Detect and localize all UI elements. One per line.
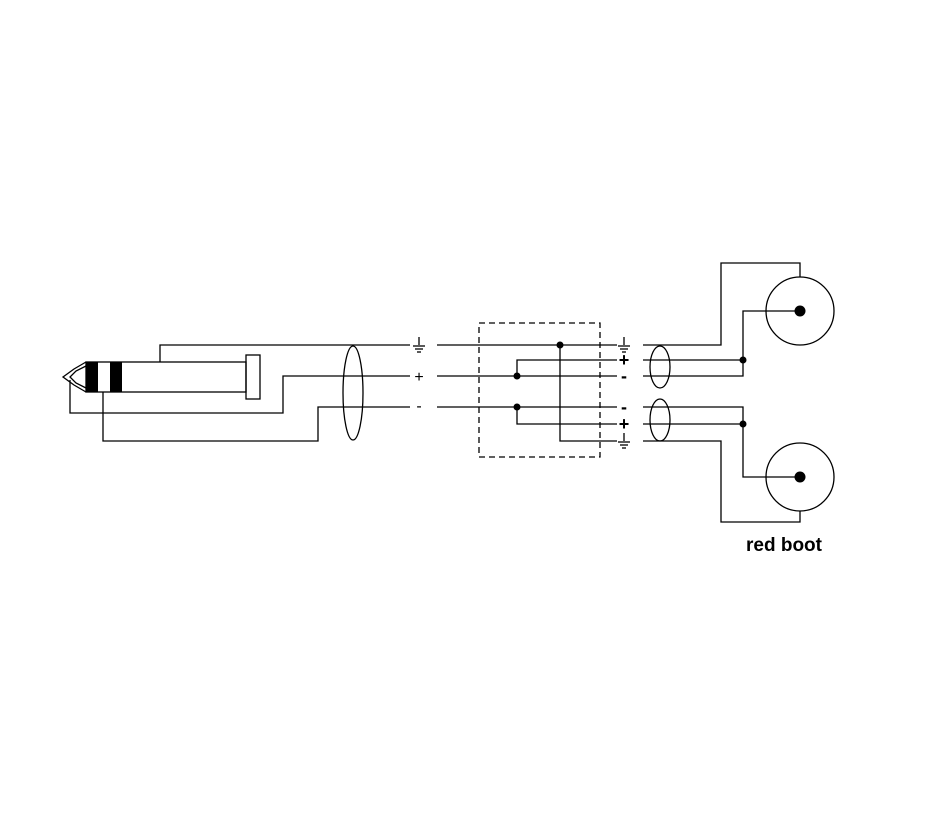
junction-dot (739, 420, 747, 428)
ground-symbol-ch2 (618, 433, 630, 449)
splitter-wiring (513, 341, 617, 442)
trs-jack-plug (61, 354, 261, 400)
rca1-body-circle (765, 276, 835, 346)
split-minus-to-ch2 (516, 407, 617, 425)
split-ground-to-ch2 (559, 345, 617, 442)
minus-label-ch1: - (621, 366, 627, 386)
ring-wire (102, 392, 410, 442)
rca-connector-top (643, 262, 835, 377)
junction-dot (513, 372, 521, 380)
cable-shield-ellipse-ch1 (649, 345, 671, 389)
rca-connector-bottom (643, 406, 835, 523)
splitter-box (478, 322, 601, 458)
jack-insulator-ring-2 (110, 362, 122, 392)
red-boot-caption: red boot (746, 535, 823, 556)
minus-label-left: - (416, 398, 421, 415)
jack-tip-inner (69, 365, 87, 389)
ground-wire (159, 344, 410, 362)
rca1-signal-wire (643, 310, 800, 377)
junction-dot (556, 341, 564, 349)
rca2-body-circle (765, 442, 835, 512)
jack-tip (61, 361, 87, 393)
junction-dot (739, 356, 747, 364)
plus-label-ch1: + (619, 350, 630, 370)
minus-label-ch2: - (621, 397, 627, 417)
plus-label-left: + (414, 369, 423, 386)
plus-label-ch2: + (619, 414, 630, 434)
rca2-center-pin (794, 471, 806, 483)
jack-wiring (69, 344, 410, 442)
ground-symbol-left (413, 337, 425, 353)
jack-collar (245, 354, 261, 400)
jack-insulator-ring-1 (86, 362, 98, 392)
cable-shield-ellipse (342, 345, 364, 441)
tip-wire (69, 375, 410, 414)
rca1-center-pin (794, 305, 806, 317)
rca2-ground-wire (643, 440, 801, 523)
split-plus-to-ch1 (516, 359, 617, 376)
rca2-signal-wire (643, 406, 800, 478)
rca1-ground-wire (643, 262, 801, 346)
junction-dot (513, 403, 521, 411)
cable-shield-ellipse-ch2 (649, 398, 671, 442)
ground-symbol-ch1 (618, 337, 630, 353)
